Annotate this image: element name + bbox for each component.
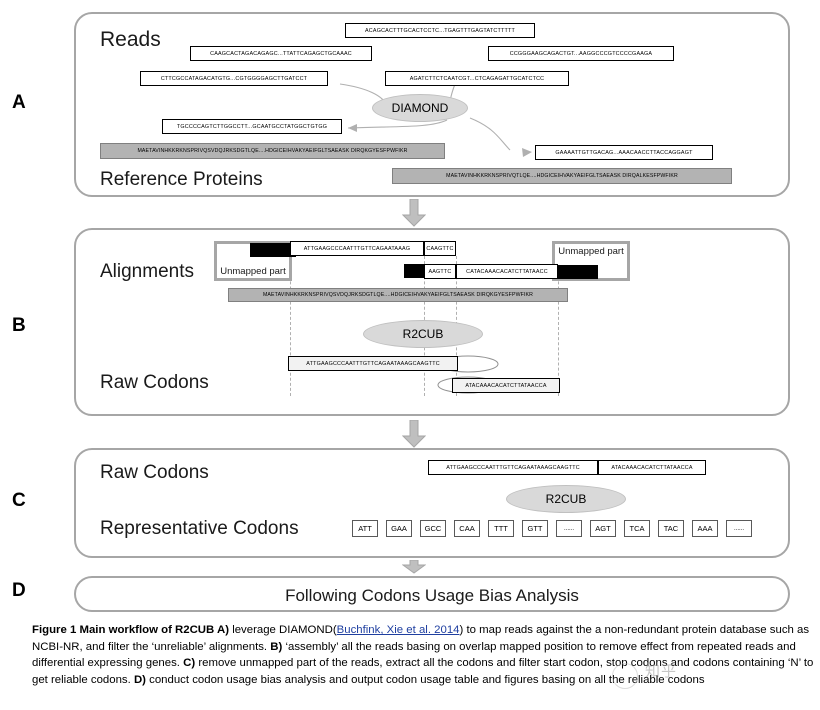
panel-letter-d: D [12, 580, 26, 601]
panel-letter-c: C [12, 490, 26, 511]
unmapped-block-left [250, 243, 296, 257]
r2cub-tool-node-b[interactable]: R2CUB [363, 320, 483, 348]
panel-c-raw-codons-title: Raw Codons [100, 462, 209, 483]
panel-b-alignments-title: Alignments [100, 261, 194, 282]
caption-label-b: B) [270, 640, 283, 653]
panel-letter-b: B [12, 315, 26, 336]
unmapped-block-right [552, 265, 598, 279]
panel-letter-a: A [12, 92, 26, 113]
panel-a-reads-title: Reads [100, 28, 161, 51]
codon-chip-ellipsis: ...... [726, 520, 752, 537]
caption-text1: leverage DIAMOND( [229, 624, 337, 636]
caption-lead: Figure 1 Main workflow of R2CUB A) [32, 624, 230, 636]
read-box: GAAAATTGTTGACAG...AAACAACCTTACCAGGAGT [535, 145, 713, 160]
caption-text5: conduct codon usage bias analysis and ou… [145, 673, 705, 686]
unmapped-block-mid [404, 264, 424, 278]
panel-d-title: Following Codons Usage Bias Analysis [285, 586, 579, 605]
align-guide-right [558, 256, 559, 396]
alignment-bottom-overlap: AAGTTC [424, 264, 456, 279]
unmapped-part-right-label: Unmapped part [558, 246, 624, 257]
caption-text3: ‘assembly’ all the reads basing on overl… [32, 640, 796, 670]
read-box: ACAGCACTTTGCACTCCTC...TGAGTTTGAGTATCTTTT… [345, 23, 535, 38]
flow-arrow-c-to-d [402, 560, 426, 574]
codon-chip: CAA [454, 520, 480, 537]
caption-text4: remove unmapped part of the reads, extra… [32, 657, 814, 686]
codon-chip: GCC [420, 520, 446, 537]
diamond-tool-node[interactable]: DIAMOND [372, 94, 468, 122]
alignment-top-overlap: CAAGTTC [424, 241, 456, 256]
alignment-bottom-sequence: CATACAAACACATCTTATAACC [456, 264, 558, 279]
codon-chip: ATT [352, 520, 378, 537]
watermark-text: 知乎 [645, 663, 678, 680]
reference-protein-bar: MAETAVINHKKRKNSPRIVQTLQE....HDGICEIHVAKY… [392, 168, 732, 184]
alignment-top-sequence: ATTGAAGCCCAATTTGTTCAGAATAAAG [290, 241, 424, 256]
merged-codon-left: ATTGAAGCCCAATTTGTTCAGAATAAAGCAAGTTC [428, 460, 598, 475]
panel-b-raw-codons-title: Raw Codons [100, 372, 209, 393]
codon-chip: TAC [658, 520, 684, 537]
align-guide-left [290, 256, 291, 396]
panel-d: Following Codons Usage Bias Analysis [74, 576, 790, 612]
codon-chip: AAA [692, 520, 718, 537]
caption-label-c: C) [183, 657, 196, 670]
panel-a-reference-title: Reference Proteins [100, 169, 263, 190]
read-box: CCGGGAAGCAGACTGT...AAGGCCCGTCCCCGAAGA [488, 46, 674, 61]
read-box: AGATCTTCTCAATCGT...CTCAGAGATTGCATCTCC [385, 71, 569, 86]
caption-label-d: D) [133, 673, 146, 686]
codon-chip-ellipsis: ...... [556, 520, 582, 537]
unmapped-part-left-label: Unmapped part [220, 266, 286, 277]
panel-c-representative-title: Representative Codons [100, 518, 299, 539]
figure-caption: Figure 1 Main workflow of R2CUB A) lever… [32, 622, 814, 688]
flow-arrow-b-to-c [402, 420, 426, 448]
codon-chip: GAA [386, 520, 412, 537]
watermark-logo-icon [612, 663, 638, 689]
read-box: TGCCCCAGTCTTGGCCTT...GCAATGCCTATGGCTGTGG [162, 119, 342, 134]
caption-citation-link[interactable]: Buchfink, Xie et al. 2014 [336, 624, 460, 636]
panel-b-protein-bar: MAETAVINHKKRKNSPRIVQSVDQJRKSDGTLQE....HD… [228, 288, 568, 302]
r2cub-tool-label: R2CUB [402, 327, 444, 341]
read-box: CAAGCACTAGACAGAGC...TTATTCAGAGCTGCAAAC [190, 46, 372, 61]
codon-chip: AGT [590, 520, 616, 537]
codon-chip: TCA [624, 520, 650, 537]
reference-protein-bar: MAETAVINHKKRKNSPRIVQSVDQJRKSDGTLQE....HD… [100, 143, 445, 159]
flow-arrow-a-to-b [402, 199, 426, 227]
codon-chip: GTT [522, 520, 548, 537]
read-box: CTTCGCCATAGACATGTG...CGTGGGGAGCTTGATCCT [140, 71, 328, 86]
merged-codon-right: ATACAAACACATCTTATAACCA [598, 460, 706, 475]
raw-codon-bottom: ATACAAACACATCTTATAACCA [452, 378, 560, 393]
diamond-tool-label: DIAMOND [391, 101, 449, 115]
codon-chip: TTT [488, 520, 514, 537]
caption-text2: ) to map reads against the a non-redunda… [32, 624, 810, 653]
r2cub-tool-node-c[interactable]: R2CUB [506, 485, 626, 513]
r2cub-tool-label: R2CUB [545, 492, 587, 506]
raw-codon-top: ATTGAAGCCCAATTTGTTCAGAATAAAGCAAGTTC [288, 356, 458, 371]
